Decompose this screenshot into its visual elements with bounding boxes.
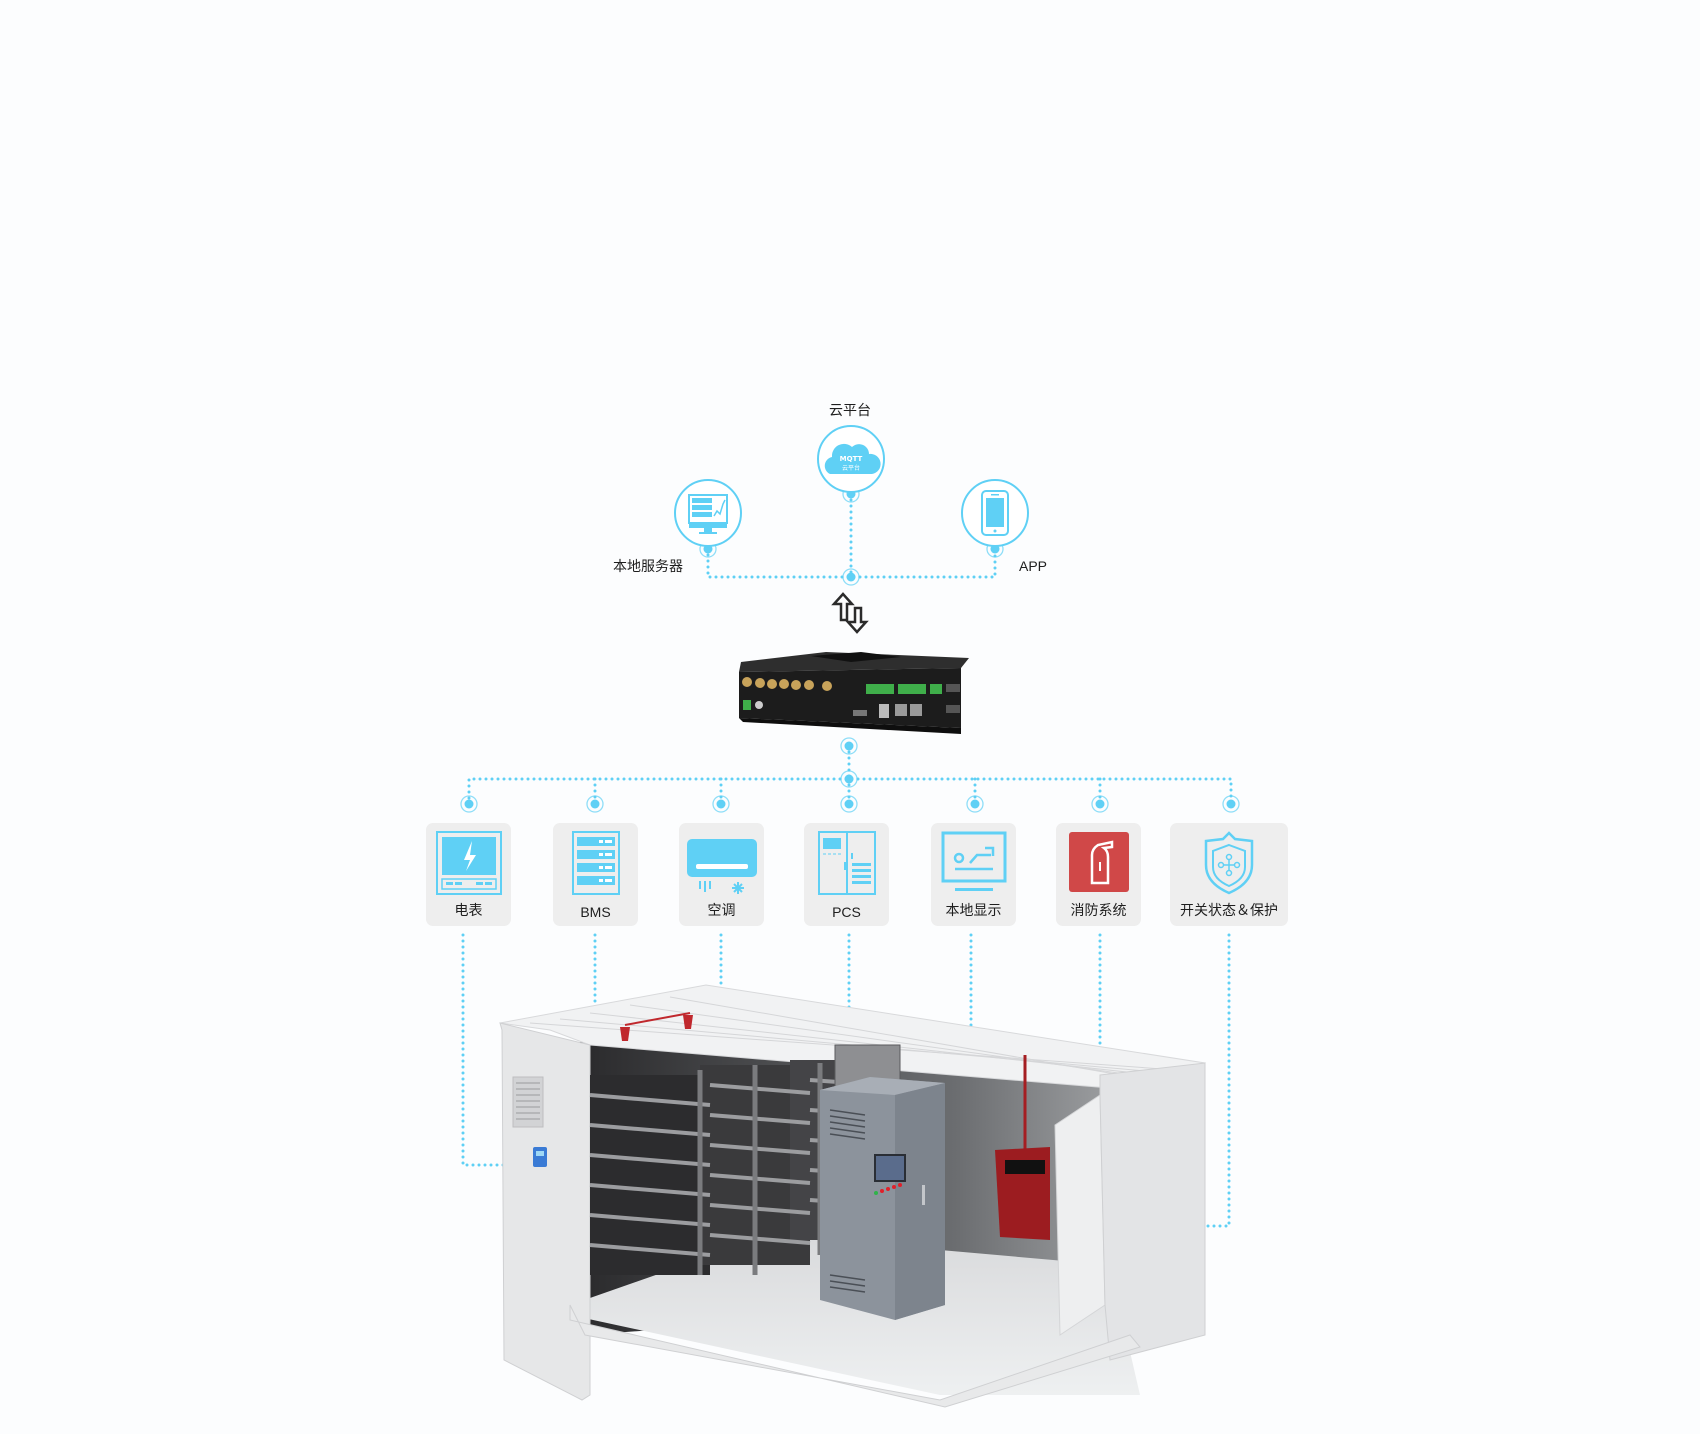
- cloud-icon: MQTT 云平台: [817, 425, 885, 493]
- device-card-local-display[interactable]: 本地显示: [931, 823, 1016, 926]
- pcs-cabinet-icon: [817, 831, 876, 895]
- device-label: 电表: [454, 902, 483, 918]
- pcs-cabinet: [820, 1077, 945, 1320]
- cloud-platform-text: 云平台: [842, 464, 860, 472]
- edge-gateway-device[interactable]: [731, 648, 971, 748]
- shield-protection-icon: [1204, 831, 1254, 895]
- device-bus-line: [467, 777, 1233, 806]
- top-bus-line: [706, 547, 997, 579]
- fire-extinguisher-icon: [1068, 832, 1129, 892]
- air-conditioner-icon: [686, 839, 757, 894]
- device-connector-node: [966, 795, 984, 813]
- device-label: 消防系统: [1070, 902, 1127, 918]
- bidirectional-arrow-icon: [831, 592, 869, 634]
- power-meter-icon: [435, 831, 502, 895]
- local-server-label: 本地服务器: [613, 558, 683, 574]
- device-card-switch-protection[interactable]: 开关状态＆保护: [1170, 823, 1288, 926]
- device-connector-node: [712, 795, 730, 813]
- cloud-platform-node[interactable]: MQTT 云平台: [816, 424, 886, 494]
- monitor-server-icon: [674, 479, 742, 547]
- device-connector-node: [1091, 795, 1109, 813]
- device-hub-node: [840, 770, 858, 788]
- device-connector-node: [1222, 795, 1240, 813]
- power-meter-device: [533, 1147, 547, 1167]
- device-card-air-conditioner[interactable]: 空调: [679, 823, 764, 926]
- gateway-hardware-image: [739, 652, 969, 734]
- cloud-mqtt-text: MQTT: [840, 455, 863, 463]
- container-door: [1054, 1094, 1106, 1336]
- app-node[interactable]: [960, 478, 1030, 548]
- device-connector-node: [840, 795, 858, 813]
- container-base-rail: [569, 1304, 1141, 1408]
- device-label: BMS: [580, 904, 611, 920]
- bms-rack-icon: [571, 831, 620, 895]
- smartphone-icon: [961, 479, 1029, 547]
- local-display-screen: [874, 1154, 906, 1182]
- equipment-link-line: [1027, 933, 1231, 1228]
- device-label: PCS: [832, 904, 861, 920]
- gateway-connector-node: [840, 737, 858, 755]
- top-hub-node: [842, 568, 860, 586]
- app-label: APP: [1018, 558, 1048, 574]
- device-card-bms[interactable]: BMS: [553, 823, 638, 926]
- device-card-power-meter[interactable]: 电表: [426, 823, 511, 926]
- device-card-pcs[interactable]: PCS: [804, 823, 889, 926]
- device-label: 本地显示: [945, 902, 1002, 918]
- cloud-platform-label: 云平台: [829, 402, 871, 418]
- device-card-fire-system[interactable]: 消防系统: [1056, 823, 1141, 926]
- device-label: 开关状态＆保护: [1180, 902, 1278, 918]
- container-floor: [570, 1235, 1140, 1395]
- device-connector-node: [460, 795, 478, 813]
- local-server-node[interactable]: [673, 478, 743, 548]
- device-label: 空调: [707, 902, 736, 918]
- energy-storage-container: [499, 984, 1207, 1408]
- local-display-icon: [941, 831, 1006, 891]
- fire-sprinklers: [620, 1012, 693, 1041]
- fire-cabinet: [995, 1055, 1050, 1240]
- device-connector-node: [586, 795, 604, 813]
